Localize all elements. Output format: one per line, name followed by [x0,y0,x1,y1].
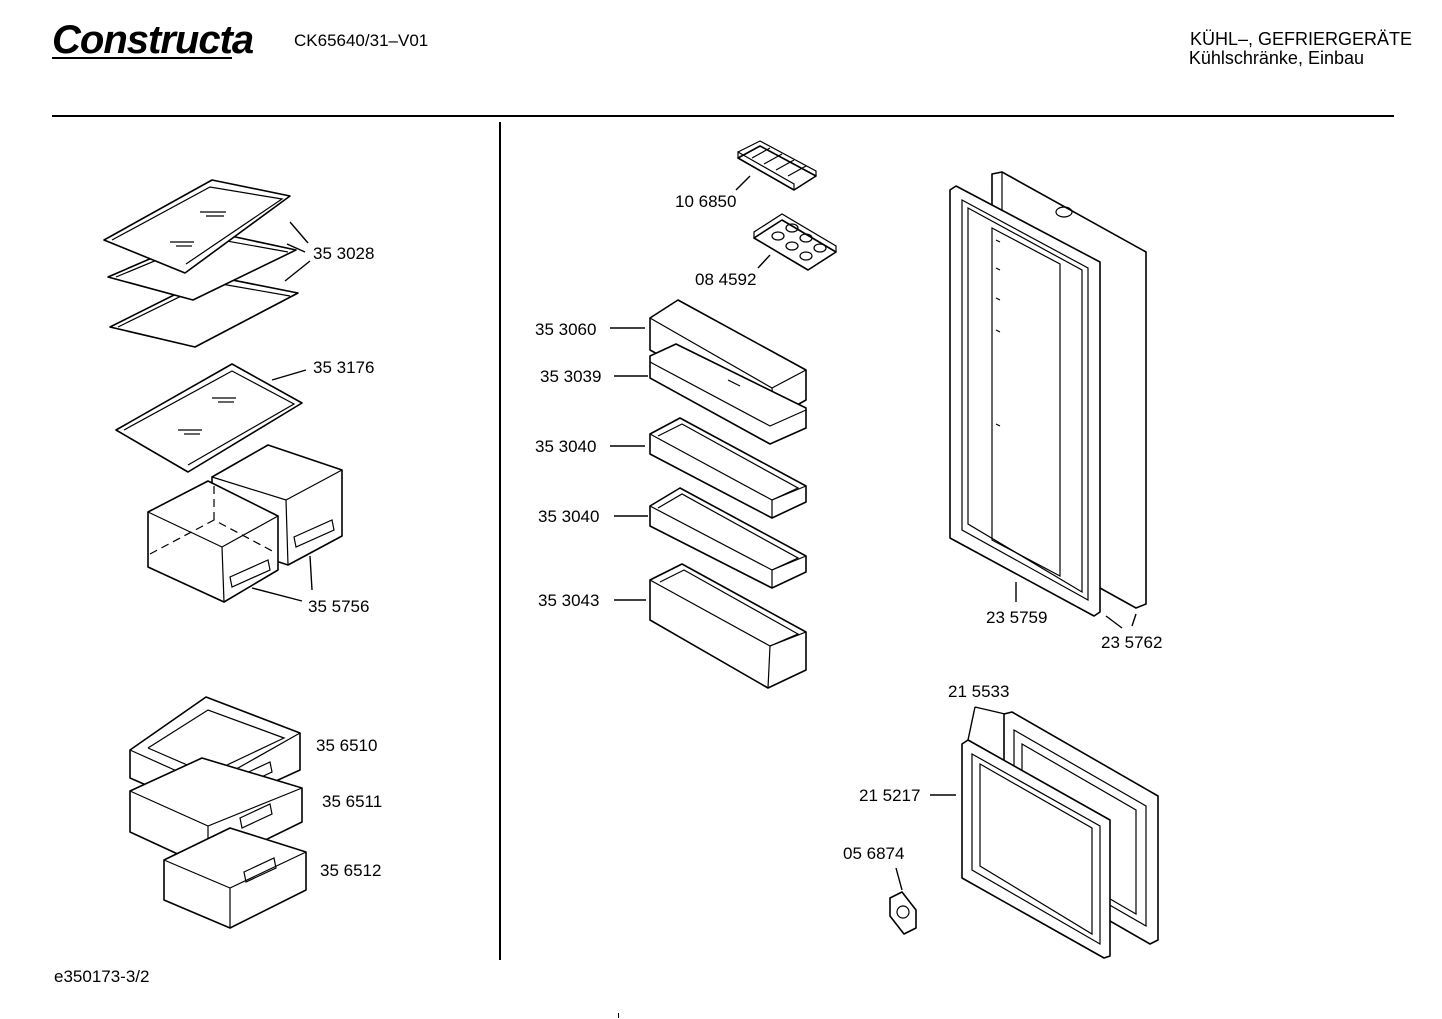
label-353060: 35 3060 [535,320,596,339]
leader-215533b [974,706,1006,715]
leader-355756b [309,555,313,591]
glass-shelf-stack [103,179,299,348]
door-shelf-2 [649,487,807,589]
label-353040a: 35 3040 [535,437,596,456]
label-235762: 23 5762 [1101,633,1162,652]
model-number: CK65640/31–V01 [294,31,429,50]
brand-logo: Constructa [52,18,254,62]
label-353043: 35 3043 [538,591,599,610]
label-353040b: 35 3040 [538,507,599,526]
label-106850: 10 6850 [675,192,736,211]
label-355756: 35 5756 [308,597,369,616]
label-235759: 23 5759 [986,608,1047,627]
freezer-drawer-bottom [163,827,307,929]
egg-tray [753,213,837,271]
butter-compartment [649,299,807,445]
label-215533: 21 5533 [948,682,1009,701]
label-356512: 35 6512 [320,861,381,880]
category-title: KÜHL–, GEFRIERGERÄTE [1189,29,1412,49]
leader-355756 [251,587,303,602]
leader-235762 [1105,615,1123,629]
label-353039: 35 3039 [540,367,601,386]
label-056874: 05 6874 [843,844,904,863]
refrigerator-door [949,171,1147,617]
header-divider [52,115,1394,117]
brand-logo-underline [52,57,232,59]
leader-106850 [735,175,751,191]
bottle-shelf [649,563,807,689]
document-id: e350173-3/2 [54,967,150,986]
temperature-knob [889,891,917,935]
ice-cube-tray [737,140,817,191]
label-215217: 21 5217 [859,786,920,805]
leader-353028 [289,221,309,244]
leader-215533 [967,706,976,741]
leader-084592 [757,254,771,269]
column-divider [499,122,501,960]
freezer-door [961,711,1159,959]
door-shelf-1 [649,417,807,519]
label-084592: 08 4592 [695,270,756,289]
page-tick [618,1013,619,1018]
leader-353028b [286,243,306,253]
leader-235762b [1131,613,1137,627]
leader-353176 [271,369,307,381]
label-356511: 35 6511 [322,792,382,811]
label-356510: 35 6510 [316,736,377,755]
category-subtitle: Kühlschränke, Einbau [1188,48,1364,68]
label-353028: 35 3028 [313,244,374,263]
label-353176: 35 3176 [313,358,374,377]
crisper-bins [147,444,343,603]
leader-056874 [895,867,903,891]
leader-353028c [284,260,311,282]
glass-shelf-single [115,363,303,473]
